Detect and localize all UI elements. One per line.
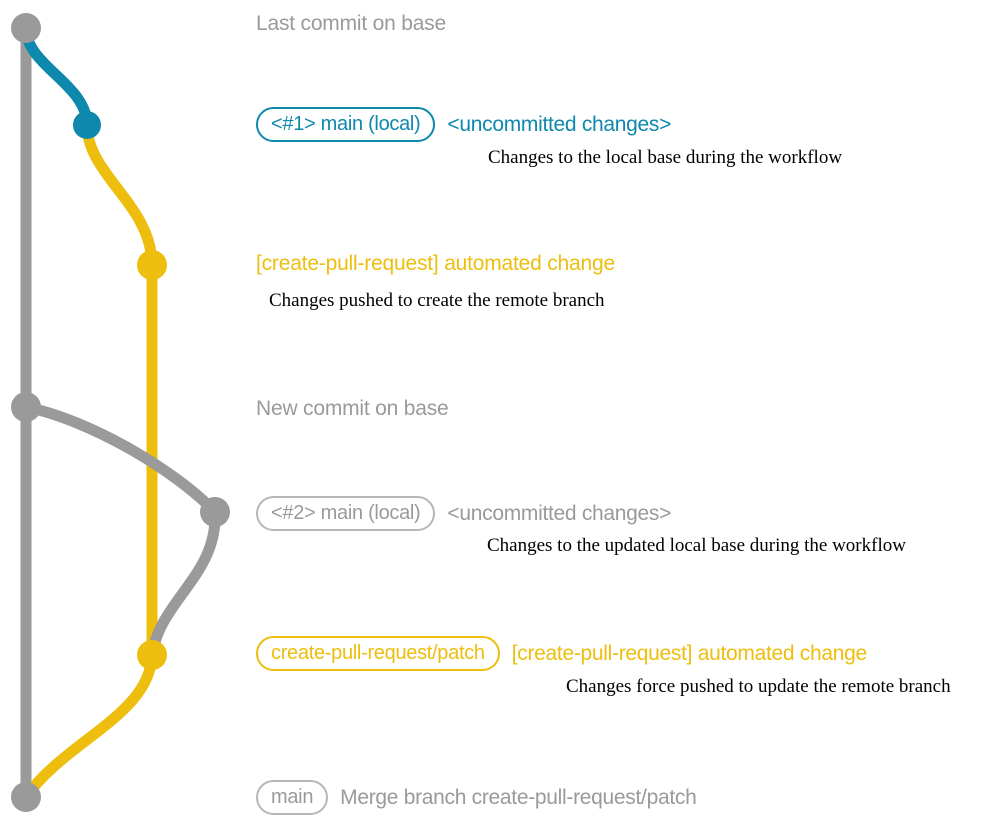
commit-row-merge: main Merge branch create-pull-request/pa… [256, 780, 697, 815]
commit-description-patch-2: Changes force pushed to update the remot… [566, 676, 951, 697]
commit-description-local-2: Changes to the updated local base during… [487, 535, 906, 556]
commit-node-patch-1[interactable] [137, 250, 167, 280]
commit-row-new-commit-on-base: New commit on base [256, 397, 449, 421]
edge-local2-to-patch2 [146, 506, 221, 661]
ref-badge-main-local-2[interactable]: <#2> main (local) [256, 496, 436, 531]
edge-patch2-to-base3 [20, 649, 158, 803]
commit-description-patch-1: Changes pushed to create the remote bran… [269, 290, 605, 311]
git-graph-svg [11, 13, 230, 812]
commit-node-local-2[interactable] [200, 497, 230, 527]
commit-row-last-commit-on-base: Last commit on base [256, 12, 446, 36]
edge-base1-to-local1 [20, 22, 93, 131]
commit-node-base-2[interactable] [11, 392, 41, 422]
ref-badge-main[interactable]: main [256, 780, 329, 815]
commit-row-patch-2: create-pull-request/patch [create-pull-r… [256, 636, 867, 671]
edge-base2-to-local2 [20, 401, 221, 518]
commit-subject-local-2: <uncommitted changes> [447, 501, 672, 525]
commit-subject-base-2: New commit on base [256, 397, 449, 420]
commit-subject-base-1: Last commit on base [256, 12, 446, 35]
commit-subject-merge: Merge branch create-pull-request/patch [340, 785, 697, 809]
commit-row-local-2: <#2> main (local) <uncommitted changes> [256, 496, 671, 531]
commit-node-base-3[interactable] [11, 782, 41, 812]
ref-badge-create-pull-request-patch[interactable]: create-pull-request/patch [256, 636, 500, 671]
commit-node-local-1[interactable] [73, 111, 101, 139]
commit-subject-patch-2: [create-pull-request] automated change [511, 641, 867, 665]
commit-subject-patch-1: [create-pull-request] automated change [256, 252, 615, 275]
ref-badge-main-local-1[interactable]: <#1> main (local) [256, 107, 436, 142]
edge-local1-to-patch1 [81, 119, 158, 271]
commit-node-patch-2[interactable] [137, 640, 167, 670]
commit-row-patch-1: [create-pull-request] automated change [256, 252, 615, 276]
commit-row-local-1: <#1> main (local) <uncommitted changes> [256, 107, 671, 142]
commit-subject-local-1: <uncommitted changes> [447, 112, 672, 136]
commit-node-base-1[interactable] [11, 13, 41, 43]
commit-description-local-1: Changes to the local base during the wor… [488, 147, 843, 168]
